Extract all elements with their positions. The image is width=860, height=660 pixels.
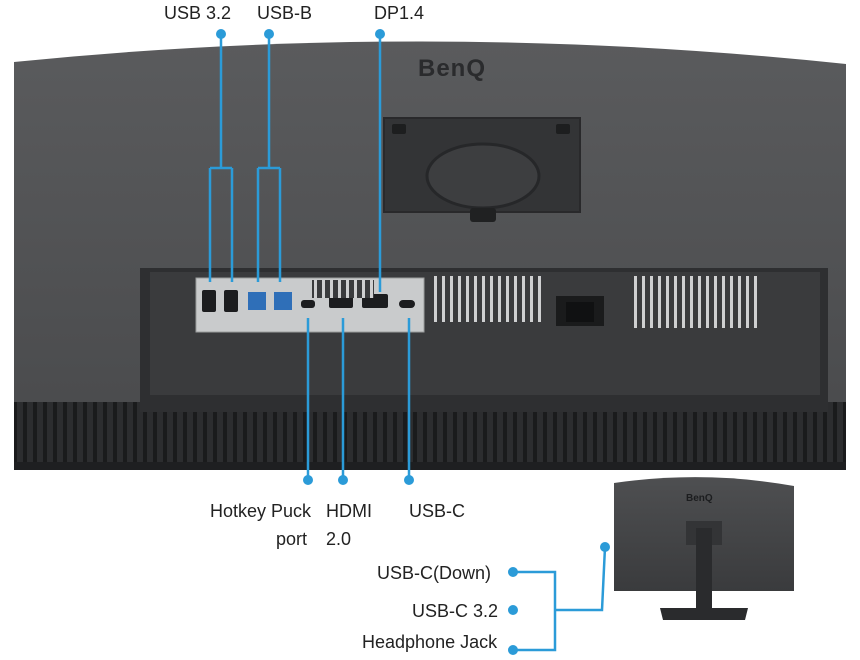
inset-brand-logo: BenQ [686,493,713,504]
vent [434,276,542,322]
hotkey-port [301,300,315,308]
bottom-vent-strip [14,402,846,464]
vent [634,276,758,328]
label-usb-c-down: USB-C(Down) [377,563,492,583]
label-hdmi-line1: HDMI [326,501,372,521]
label-headphone-jack: Headphone Jack [362,632,498,652]
label-hdmi-line2: 2.0 [326,529,352,549]
vent [312,280,374,298]
callout-dots [216,29,610,655]
inset-stand [696,528,712,608]
stand-mount-hole [425,142,541,210]
label-dp: DP1.4 [374,3,425,23]
usb-b-port [248,292,266,310]
label-usb-c: USB-C [409,501,466,521]
usb-port [224,290,238,312]
label-usb-b: USB-B [257,3,313,23]
usb-b-port [274,292,292,310]
label-hotkey-line1: Hotkey Puck [210,501,312,521]
label-usb32: USB 3.2 [164,3,232,23]
usb-port [202,290,216,312]
label-usb-c-32: USB-C 3.2 [412,601,499,621]
inset-base [660,608,748,620]
hdmi-port [329,296,353,308]
callout-lines [208,34,607,652]
label-hotkey-line2: port [276,529,308,549]
brand-logo: BenQ [418,55,487,82]
usb-c-port [399,300,415,308]
